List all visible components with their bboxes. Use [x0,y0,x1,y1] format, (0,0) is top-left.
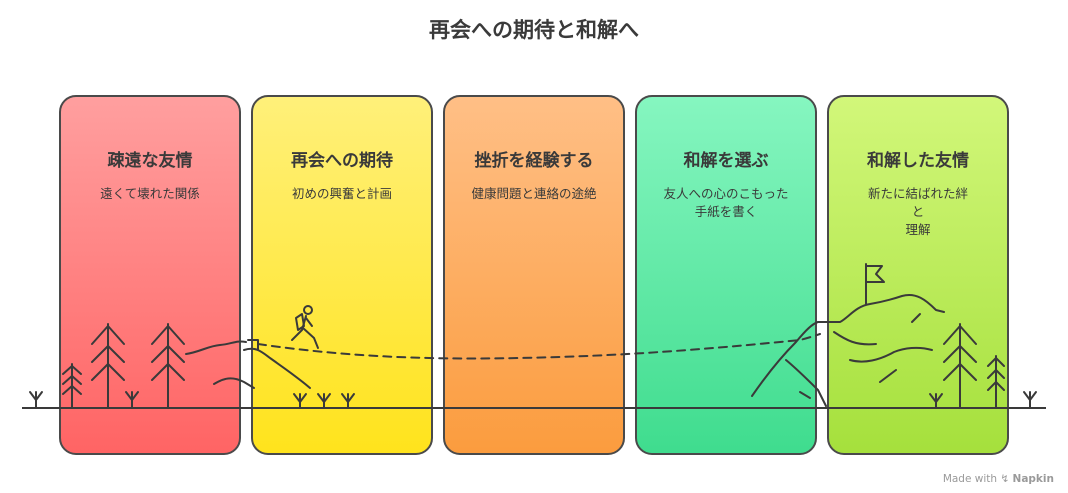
stage-4-title: 和解を選ぶ [683,151,769,171]
stage-2-text: 再会への期待 初めの興奮と計画 [252,146,432,203]
hill-line [247,339,259,351]
summit-line [849,346,933,363]
hiker-icon [291,305,319,349]
stage-card-3 [443,95,625,455]
stage-5-text: 和解した友情 新たに結ばれた絆 と 理解 [828,146,1008,239]
pine-tree-icon [943,323,977,409]
pine-tree-icon [151,323,185,409]
grass-tuft-icon [317,393,331,409]
stage-card-2 [251,95,433,455]
stage-5-subtitle: 新たに結ばれた絆 と 理解 [867,186,968,237]
summit-line [879,369,897,383]
grass-tuft-icon [293,393,307,409]
grass-tuft-icon [29,391,43,409]
stage-3-text: 挫折を経験する 健康問題と連絡の途絶 [444,146,624,203]
stage-1-title: 疎遠な友情 [107,151,193,171]
summit-line [817,294,945,323]
pine-tree-icon [62,363,82,409]
made-with-napkin-badge[interactable]: Made with ↯ Napkin [943,473,1054,485]
broken-path-line [185,340,247,355]
stage-4-subtitle: 友人への心のこもった 手紙を書く [663,186,789,219]
stage-3-subtitle: 健康問題と連絡の途絶 [471,186,597,201]
grass-tuft-icon [125,391,139,409]
stage-card-4 [635,95,817,455]
stage-4-text: 和解を選ぶ 友人への心のこもった 手紙を書く [636,146,816,221]
summit-line [833,331,877,346]
grass-tuft-icon [1023,391,1037,409]
stage-card-1 [59,95,241,455]
pine-tree-icon [91,323,125,409]
napkin-logo-icon: ↯ [1000,473,1010,485]
diagram-title: 再会への期待と和解へ [429,18,639,42]
napkin-brand-label: Napkin [1012,473,1054,485]
mountain-line [751,321,819,397]
hill-line [243,347,311,389]
summit-line [911,313,921,323]
mountain-line [785,359,827,407]
mountain-line [799,391,811,399]
stage-2-title: 再会への期待 [291,151,393,171]
grass-tuft-icon [929,393,943,409]
stage-1-subtitle: 遠くて壊れた関係 [100,186,200,201]
stage-5-title: 和解した友情 [867,151,969,171]
broken-path-line [213,377,255,389]
grass-tuft-icon [341,393,355,409]
stage-2-subtitle: 初めの興奮と計画 [291,186,392,201]
stage-1-text: 疎遠な友情 遠くて壊れた関係 [60,146,240,203]
stage-3-title: 挫折を経験する [474,151,594,171]
stage-card-5 [827,95,1009,455]
made-with-label: Made with [942,473,998,485]
journey-dashed-path [257,333,821,360]
pine-tree-icon [987,355,1005,409]
flag-icon [865,263,885,305]
